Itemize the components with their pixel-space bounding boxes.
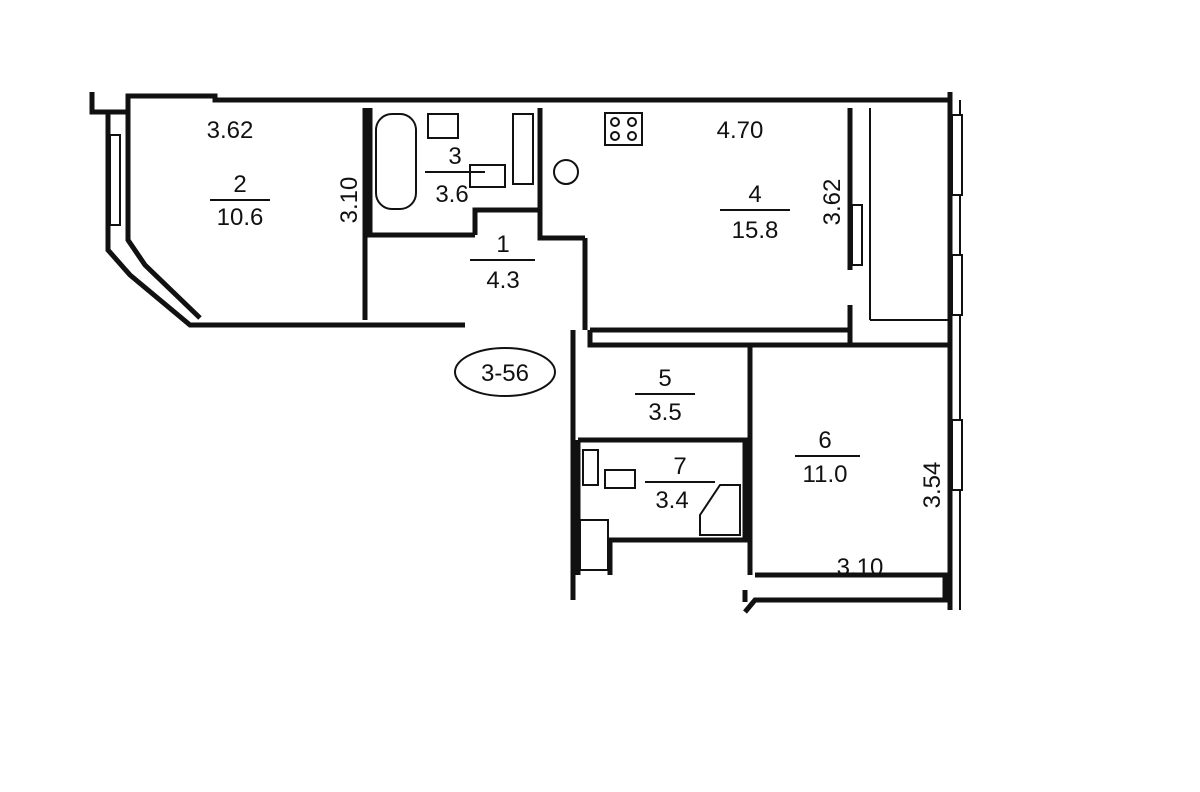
vent-shaft-icon [579,519,609,571]
sink2-icon [582,449,599,486]
washer-icon [469,164,506,188]
apartment-id-badge: 3-56 [454,347,556,397]
room-7-area: 3.4 [655,487,688,514]
room-2-number: 2 [233,171,246,198]
bathtub-icon [375,113,417,210]
exterior-walls [89,92,961,614]
room-4-number: 4 [748,181,761,208]
room-1-number: 1 [496,231,509,258]
dim-room6-depth: 3.54 [919,462,946,509]
interior-walls [362,108,950,575]
room-3-number: 3 [448,143,461,170]
dim-room6-width: 3.10 [837,554,884,581]
room-2-area: 10.6 [217,204,264,231]
apartment-id: 3-56 [481,360,529,387]
room-5-number: 5 [658,365,671,392]
dim-room2-depth: 3.10 [336,177,363,224]
water-heater-icon [553,159,579,185]
windows [109,114,963,491]
toilet-icon [512,113,534,185]
room-4-area: 15.8 [732,217,779,244]
room-6-number: 6 [818,427,831,454]
dim-room4-width: 4.70 [717,117,764,144]
toilet2-icon [604,469,636,489]
room-6-area: 11.0 [803,461,848,488]
dim-room2-width: 3.62 [207,117,254,144]
room-labels: 1 4.3 2 10.6 3 3.6 4 15.8 5 3.5 6 11.0 7… [210,143,860,514]
sink-icon [427,113,459,139]
room-1-area: 4.3 [486,267,519,294]
fixtures [375,112,741,571]
stove-icon [604,112,643,146]
dim-room4-depth: 3.62 [819,179,846,226]
shower-icon [699,484,741,536]
dimension-labels: 3.62 3.10 4.70 3.62 3.54 3.10 [207,117,946,581]
room-7-number: 7 [673,453,686,480]
room-3-area: 3.6 [435,181,468,208]
room-5-area: 3.5 [648,399,681,426]
